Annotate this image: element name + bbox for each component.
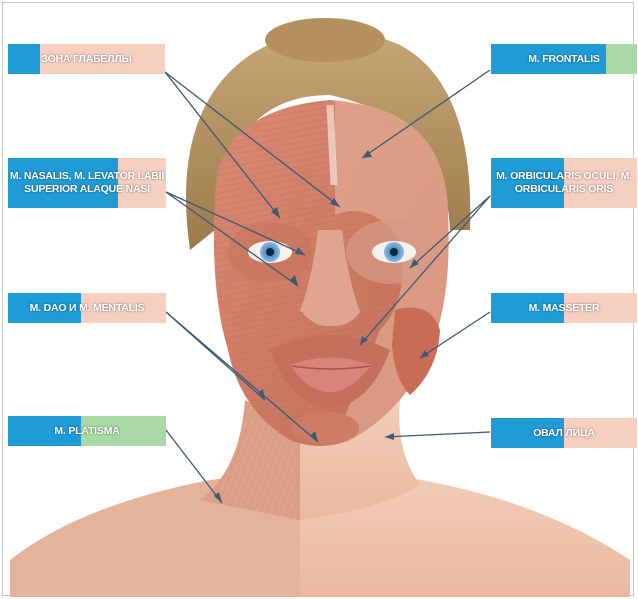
label-platisma-text: M. PLATISMA (8, 425, 166, 438)
label-face-oval-text: ОВАЛ ЛИЦА (491, 427, 637, 440)
label-masseter: M. MASSETER (491, 293, 637, 323)
label-masseter-text: M. MASSETER (491, 302, 637, 315)
galea-line (330, 105, 334, 185)
label-orbicularis-text: M. ORBICULARIS OCULI, M. ORBICULARIS ORI… (491, 170, 637, 196)
label-dao-mentalis-text: M. DAO И M. MENTALIS (8, 302, 166, 315)
label-nasalis: M. NASALIS, M. LEVATOR LABII SUPERIOR AL… (8, 158, 166, 208)
label-glabella-text: ЗОНА ГЛАБЕЛЛЫ (8, 53, 165, 66)
label-dao-mentalis: M. DAO И M. MENTALIS (8, 293, 166, 323)
label-frontalis: M. FRONTALIS (491, 44, 637, 74)
label-frontalis-text: M. FRONTALIS (491, 53, 637, 66)
label-orbicularis: M. ORBICULARIS OCULI, M. ORBICULARIS ORI… (491, 158, 637, 208)
label-face-oval: ОВАЛ ЛИЦА (491, 418, 637, 448)
hair-bun (265, 18, 385, 62)
label-nasalis-text: M. NASALIS, M. LEVATOR LABII SUPERIOR AL… (8, 170, 166, 196)
label-platisma: M. PLATISMA (8, 416, 166, 446)
label-glabella-zone: ЗОНА ГЛАБЕЛЛЫ (8, 44, 165, 74)
